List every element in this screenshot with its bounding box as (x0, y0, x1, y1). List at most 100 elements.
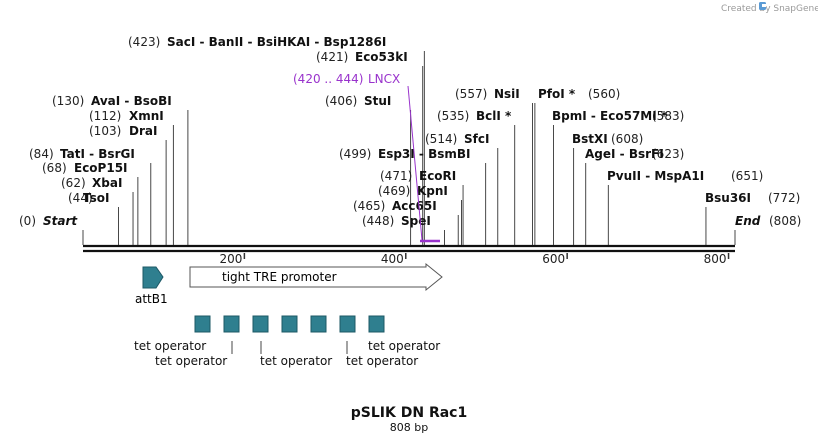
ruler-label: 400 (381, 252, 404, 266)
site-name-label: BpmI - Eco57MI * (552, 109, 668, 123)
site-ecori[interactable]: (471)EcoRI (380, 169, 456, 183)
site-saci[interactable]: (423)SacI - BanII - BsiHKAI - Bsp1286I (128, 35, 386, 49)
site-bpmi[interactable]: (583)BpmI - Eco57MI * (552, 109, 684, 123)
site-position-label: (499) (339, 147, 371, 161)
site-eco53ki[interactable]: (421)Eco53kI (316, 50, 408, 64)
credit-text: Created by SnapGene (721, 4, 818, 14)
site-name-label: XmnI (129, 109, 164, 123)
site-stui[interactable]: (406) StuI (325, 94, 391, 108)
site-kpni[interactable]: (469) KpnI (378, 184, 448, 198)
site-position-label: (62) (61, 176, 86, 190)
tet-operator-box[interactable] (281, 315, 298, 333)
site-position-label: (84) (29, 147, 54, 161)
site-name-label: SpeI (401, 214, 431, 228)
site-labels: (44)TsoI(62) XbaI (68) EcoP15I (84) TatI - Bs… (19, 35, 801, 228)
site-position-label: (583) (652, 109, 684, 123)
primer-name-label: LNCX (368, 72, 400, 86)
site-name-label: PfoI * (538, 87, 576, 101)
tet-operator-box[interactable] (194, 315, 211, 333)
attb1-label: attB1 (135, 292, 168, 306)
site-position-label: (560) (588, 87, 620, 101)
site-position-label: (557) (455, 87, 487, 101)
start-pos-label: (0) (19, 214, 36, 228)
site-spei[interactable]: (448) SpeI (362, 214, 431, 228)
primer-pos-label: (420 .. 444) (293, 72, 363, 86)
attb1-arrow-icon (142, 266, 164, 289)
site-agei[interactable]: (623)AgeI - BsrFI (585, 147, 684, 161)
site-position-label: (608) (611, 132, 643, 146)
site-tsoi[interactable]: (44)TsoI (68, 191, 109, 205)
site-pvuii[interactable]: (651) PvuII - MspA1I (607, 169, 763, 183)
site-position-label: (465) (353, 199, 385, 213)
end-pos-label: (808) (769, 214, 801, 228)
site-position-label: (469) (378, 184, 410, 198)
site-name-label: Esp3I - BsmBI (378, 147, 470, 161)
site-pfoi[interactable]: (560) PfoI * (538, 87, 620, 101)
sequence-backbone (83, 244, 735, 253)
site-name-label: StuI (364, 94, 391, 108)
tet-operator-box[interactable] (339, 315, 356, 333)
site-xmni[interactable]: (112) XmnI (89, 109, 164, 123)
site-name-label: Acc65I (392, 199, 437, 213)
site-esp3i[interactable]: (499) Esp3I - BsmBI (339, 147, 470, 161)
site-position-label: (623) (652, 147, 684, 161)
site-name-label: Bsu36I (705, 191, 751, 205)
site-bstxi[interactable]: (608)BstXI (572, 132, 643, 146)
site-ecop15i[interactable]: (68) EcoP15I (42, 161, 128, 175)
site-position-label: (651) (731, 169, 763, 183)
site-position-label: (112) (89, 109, 121, 123)
site-name-label: TatI - BsrGI (60, 147, 135, 161)
snapgene-logo-icon (759, 2, 766, 10)
site-bsu36i[interactable]: (772) Bsu36I (705, 191, 800, 205)
site-acc65i[interactable]: (465) Acc65I (353, 199, 437, 213)
site-position-label: (44) (68, 191, 93, 205)
site-position-label: (406) (325, 94, 357, 108)
site-name-label: NsiI (494, 87, 520, 101)
tre-promoter-arrow-icon (189, 262, 443, 292)
site-name-label: XbaI (92, 176, 122, 190)
site-name-label: EcoRI (419, 169, 456, 183)
site-name-label: PvuII - MspA1I (607, 169, 704, 183)
site-name-label: TsoI (83, 191, 109, 205)
tet-operator-box[interactable] (310, 315, 327, 333)
site-name-label: AgeI - BsrFI (585, 147, 664, 161)
site-tati[interactable]: (84) TatI - BsrGI (29, 147, 135, 161)
primer-lncx[interactable]: (420 .. 444) LNCX (293, 72, 440, 243)
site-nsii[interactable]: (557) NsiI (455, 87, 520, 101)
snapgene-credit: Created by SnapGene (721, 2, 818, 14)
tet-operator-box[interactable] (252, 315, 269, 333)
tet-operator-box[interactable] (368, 315, 385, 333)
site-xbai[interactable]: (62) XbaI (61, 176, 122, 190)
tet-operator-label: tet operator (134, 339, 206, 353)
plasmid-length: 808 bp (390, 421, 428, 434)
ruler-label: 200 (219, 252, 242, 266)
site-position-label: (68) (42, 161, 67, 175)
feature-attb1[interactable]: attB1 (135, 266, 168, 306)
site-name-label: KpnI (417, 184, 448, 198)
site-leaders (82, 51, 736, 245)
site-position-label: (448) (362, 214, 394, 228)
site-name-label: EcoP15I (74, 161, 128, 175)
site-position-label: (535) (437, 109, 469, 123)
site-drai[interactable]: (103)DraI (89, 124, 157, 138)
site-avai[interactable]: (130)AvaI - BsoBI (52, 94, 172, 108)
start-label: Start (43, 214, 78, 228)
site-position-label: (772) (768, 191, 800, 205)
site-position-label: (103) (89, 124, 121, 138)
site-position-label: (423) (128, 35, 160, 49)
site-sfci[interactable]: (514) SfcI (425, 132, 489, 146)
tre-promoter-label: tight TRE promoter (222, 270, 337, 284)
ruler-label: 600 (542, 252, 565, 266)
feature-tight-tre-promoter[interactable]: tight TRE promoter (189, 262, 443, 292)
site-name-label: BclI * (476, 109, 512, 123)
site-bcli[interactable]: (535) BclI * (437, 109, 512, 123)
site-position-label: (514) (425, 132, 457, 146)
tet-operator-label: tet operator (260, 354, 332, 368)
site-name-label: Eco53kI (355, 50, 408, 64)
site-name-label: SfcI (464, 132, 489, 146)
tet-operator-box[interactable] (223, 315, 240, 333)
